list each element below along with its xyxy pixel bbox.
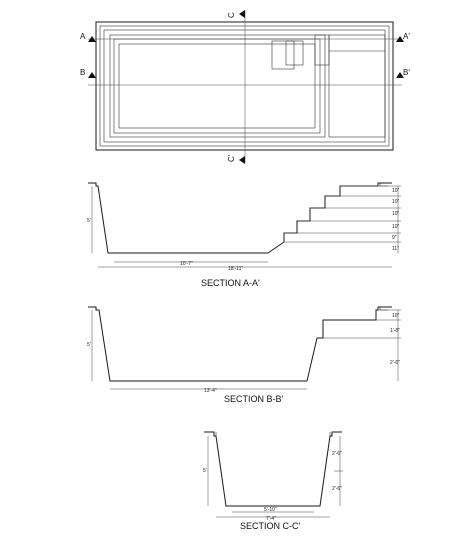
arrow-c-top-icon — [239, 10, 245, 18]
section-aa-total-dim: 18'-11" — [228, 266, 243, 272]
marker-c-top: C — [227, 12, 236, 18]
section-bb: 5' 13'-4" 10" 1'-8" 2'-6" SECTION B-B' — [87, 306, 401, 404]
section-aa-left-wall — [88, 182, 114, 254]
plan-basin-2 — [113, 38, 321, 134]
section-bb-depth-label: 5' — [87, 342, 91, 348]
section-aa-step-dim-2: 10" — [392, 199, 400, 205]
section-aa-depth-label: 5' — [87, 218, 91, 224]
arrow-a-left-icon — [88, 36, 96, 42]
section-cc: 5' 5'-10" 7'-4" 2'-6" 2'-6" SECTION C-C' — [203, 431, 343, 531]
section-bb-bottom-dim: 13'-4" — [204, 388, 217, 394]
section-cc-total-dim: 7'-4" — [266, 516, 276, 522]
marker-a-right: A' — [403, 32, 410, 41]
plan-outline-3 — [103, 29, 386, 143]
section-bb-step-dim-2: 1'-8" — [390, 328, 400, 334]
arrow-b-left-icon — [88, 72, 96, 78]
section-bb-left-wall — [88, 306, 116, 382]
section-aa-step-dim-4: 10" — [392, 224, 400, 230]
arrow-b-right-icon — [396, 72, 404, 78]
arrow-c-bottom-icon — [239, 156, 245, 164]
plan-bench — [328, 34, 386, 138]
section-aa-inner-dim: 10'-7" — [180, 261, 193, 267]
section-aa-step-dim-1: 10" — [392, 188, 400, 194]
plan-step-box-2 — [285, 40, 304, 66]
section-bb-title: SECTION B-B' — [224, 394, 284, 404]
section-aa-step-dim-5: 9" — [392, 235, 397, 241]
section-cc-right-dim-2: 2'-6" — [332, 486, 342, 492]
marker-c-bottom: C' — [227, 154, 236, 162]
section-bb-step-dim-1: 10" — [392, 313, 400, 319]
section-aa: 5' 10'-7" 18'-11" 10" 10" 10" 10" 9" 11"… — [87, 182, 401, 288]
section-cc-right-wall — [314, 431, 342, 507]
section-cc-left-wall — [204, 431, 232, 507]
section-bb-step-dim-3: 2'-6" — [390, 360, 400, 366]
section-aa-steps — [267, 182, 392, 254]
marker-b-left: B — [80, 68, 85, 77]
plan-outline-2 — [99, 25, 390, 147]
section-bb-steps — [306, 306, 392, 382]
marker-a-left: A — [80, 32, 86, 41]
section-cc-depth-label: 5' — [203, 468, 207, 474]
section-aa-step-dim-3: 10" — [392, 211, 400, 217]
section-aa-title: SECTION A-A' — [201, 278, 260, 288]
section-cc-title: SECTION C-C' — [240, 521, 301, 531]
plan-step-box-1 — [271, 40, 295, 70]
plan-outline-1 — [95, 21, 394, 151]
marker-b-right: B' — [403, 68, 410, 77]
section-cc-inner-dim: 5'-10" — [264, 507, 277, 513]
plan-basin-3 — [118, 43, 316, 129]
plan-basin-1 — [109, 34, 326, 138]
plan-view: A A' B B' C C' — [80, 10, 410, 164]
section-cc-right-dim-1: 2'-6" — [332, 451, 342, 457]
arrow-a-right-icon — [396, 36, 404, 42]
section-aa-step-dim-6: 11" — [392, 246, 399, 252]
plan-step-box-3 — [314, 34, 330, 66]
